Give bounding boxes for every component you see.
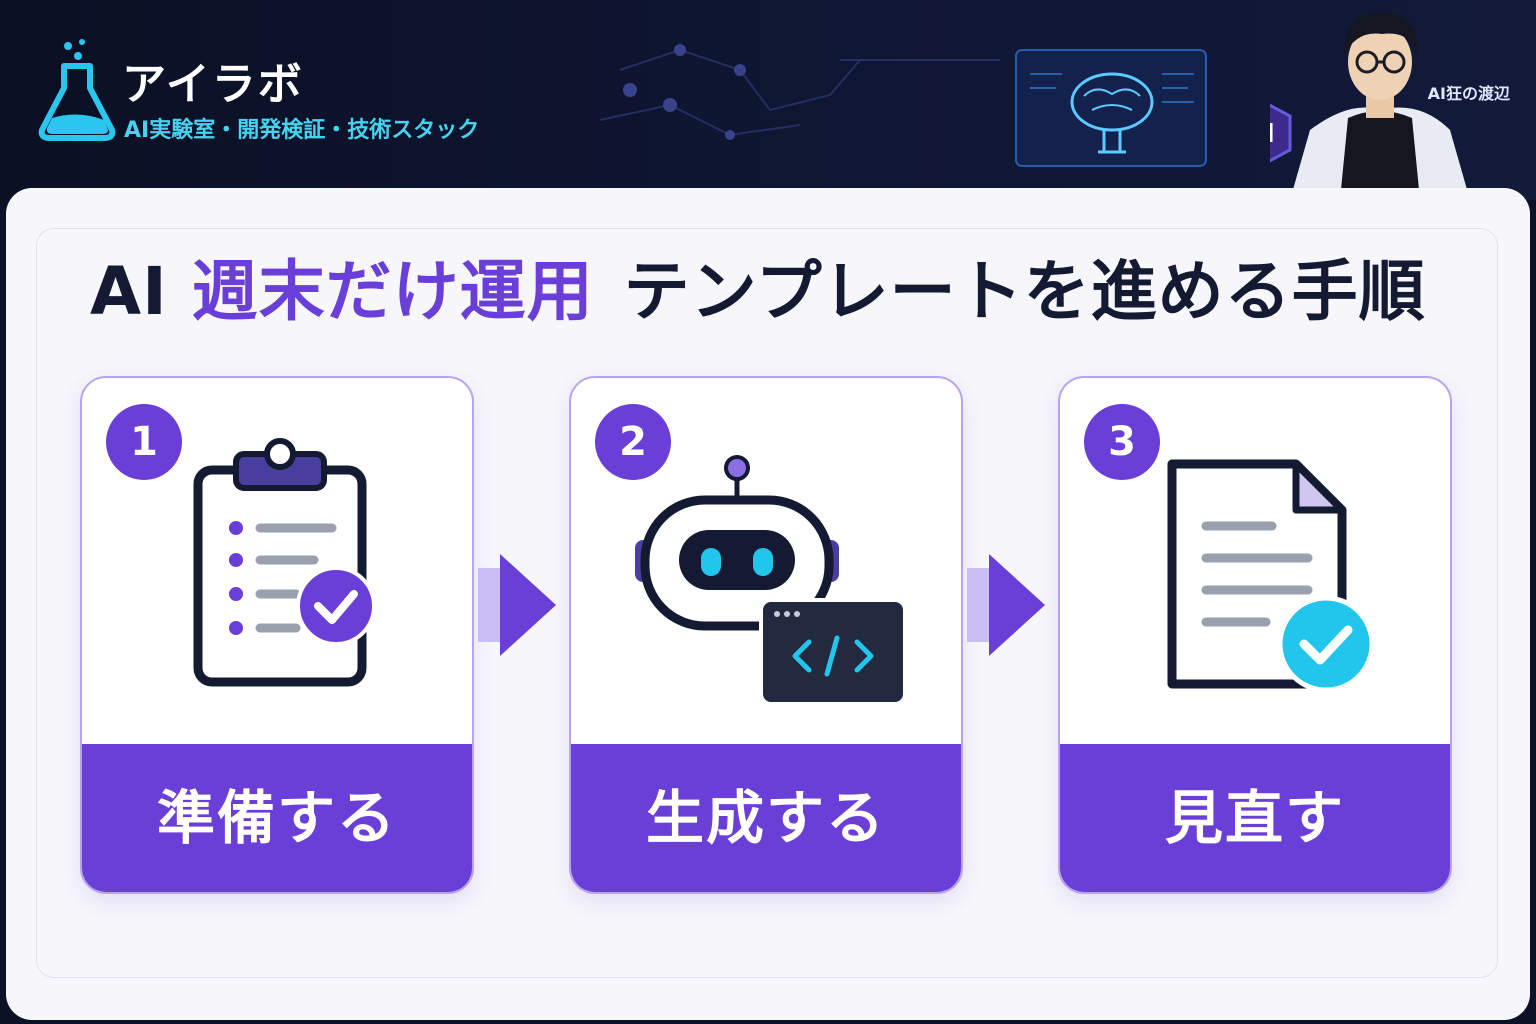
arrow-right-icon <box>967 554 1045 656</box>
robot-code-icon <box>635 455 907 706</box>
title-accent: 週末だけ運用 <box>191 253 594 330</box>
step-number-3: 3 <box>1084 404 1160 480</box>
step-number-1: 1 <box>106 404 182 480</box>
arrow-right-icon <box>478 554 556 656</box>
step-number-2: 2 <box>595 404 671 480</box>
step-card-1: 1 準備する <box>80 376 474 894</box>
ai-badge-text: AI <box>1270 119 1275 149</box>
clipboard-checklist-icon <box>193 438 376 687</box>
page-title: AI 週末だけ運用テンプレートを進める手順 <box>90 238 1426 334</box>
brand-tagline: AI実験室・開発検証・技術スタック <box>124 118 480 143</box>
header-banner: アイラボ AI実験室・開発検証・技術スタック AI狂の渡辺 AI <box>0 0 1536 200</box>
step-label-3: 見直す <box>1060 744 1450 892</box>
author-name: AI狂の渡辺 <box>1427 84 1510 103</box>
hologram-brain-screen-icon <box>1015 49 1207 167</box>
author-avatar: AI <box>1270 12 1470 200</box>
step-card-3: 3 見直す <box>1058 376 1452 894</box>
document-check-icon <box>1167 459 1375 693</box>
main-card: AI 週末だけ運用テンプレートを進める手順 1 準備する <box>6 188 1530 1020</box>
flask-logo-icon <box>38 39 116 141</box>
circuit-network-decoration <box>599 44 1000 140</box>
title-prefix: AI <box>90 253 168 330</box>
step-label-1: 準備する <box>82 744 472 892</box>
title-suffix: テンプレートを進める手順 <box>623 253 1426 330</box>
step-card-2: 2 生成する <box>569 376 963 894</box>
step-label-2: 生成する <box>571 744 961 892</box>
brand-name: アイラボ <box>122 59 304 110</box>
